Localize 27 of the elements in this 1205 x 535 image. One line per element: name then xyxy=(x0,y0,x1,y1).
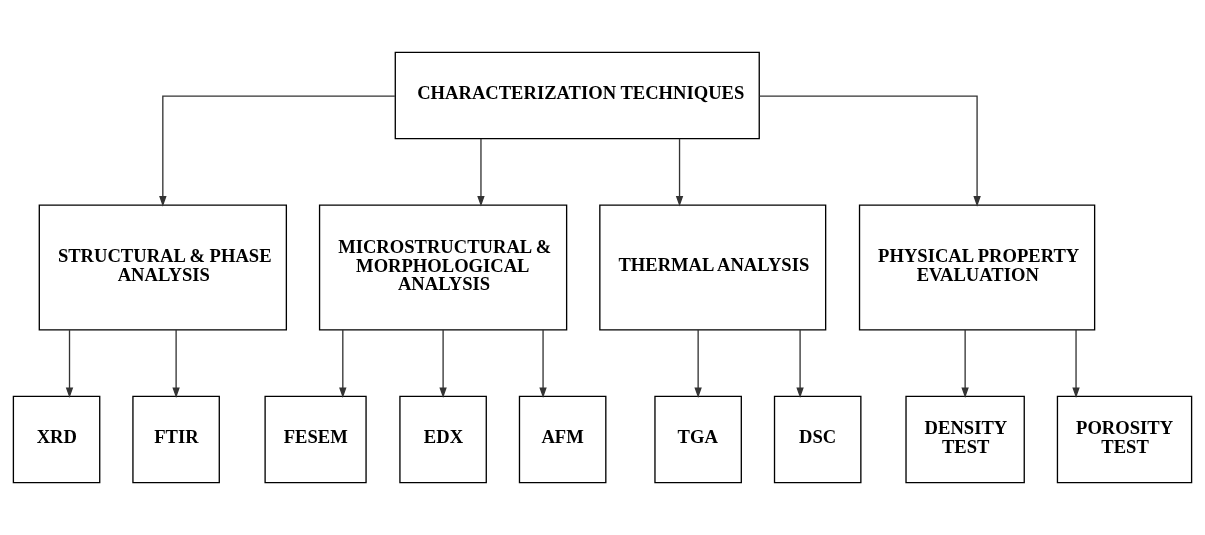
arrow xyxy=(758,95,981,207)
arrow xyxy=(539,329,547,399)
arrow xyxy=(439,329,447,399)
node-box: STRUCTURAL & PHASE ANALYSIS xyxy=(38,204,288,331)
arrow xyxy=(477,138,485,207)
node-box: DSC xyxy=(773,395,862,484)
node-box: EDX xyxy=(399,395,487,484)
node-box: CHARACTERIZATION TECHNIQUES xyxy=(394,51,760,140)
arrow xyxy=(1072,329,1080,399)
arrow xyxy=(339,329,347,399)
arrow xyxy=(65,329,74,399)
node-box: THERMAL ANALYSIS xyxy=(599,204,827,331)
node-box: FTIR xyxy=(132,395,220,484)
node-box: POROSITY TEST xyxy=(1056,395,1193,484)
node-box: TGA xyxy=(654,395,742,484)
arrow xyxy=(159,95,396,207)
node-box: XRD xyxy=(12,395,101,484)
node-box: DENSITY TEST xyxy=(905,395,1025,484)
arrow xyxy=(694,329,702,399)
node-box: PHYSICAL PROPERTY EVALUATION xyxy=(858,204,1096,331)
node-box: MICROSTRUCTURAL & MORPHOLOGICAL ANALYSIS xyxy=(318,204,568,331)
arrow xyxy=(796,329,804,399)
node-box: FESEM xyxy=(264,395,367,484)
arrow xyxy=(172,329,180,399)
arrow xyxy=(961,329,969,399)
node-box: AFM xyxy=(518,395,607,484)
arrow xyxy=(675,138,684,207)
